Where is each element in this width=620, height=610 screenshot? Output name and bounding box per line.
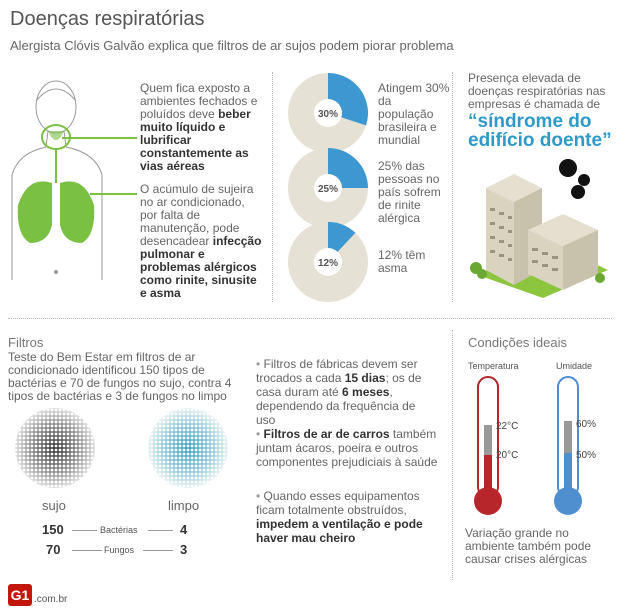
stat-pie-3: 12%	[288, 222, 368, 302]
conditions-note: Variação grande no ambiente também pode …	[465, 526, 592, 566]
lung-left	[17, 181, 52, 243]
human-body-illustration	[11, 80, 103, 280]
fungi-dirty-count: 70	[46, 542, 61, 557]
bacteria-dirty-count: 150	[42, 522, 64, 537]
bacteria-clean-count: 4	[180, 522, 188, 537]
body-text-hydration: Quem fica exposto a ambientes fechados e…	[140, 81, 258, 173]
stat-pie-1: 30%	[288, 73, 368, 153]
temp-high-value: 22°C	[496, 421, 519, 432]
sick-building-quote: “síndrome do edifício doente”	[468, 111, 612, 151]
filter-comparison-illustration	[15, 408, 228, 488]
temperature-thermometer	[474, 376, 502, 515]
footer-domain: .com.br	[34, 594, 68, 605]
filters-heading: Filtros	[8, 335, 44, 350]
pie-label: 30%	[318, 109, 338, 120]
temperature-label: Temperatura	[468, 361, 519, 371]
page-subtitle: Alergista Clóvis Galvão explica que filt…	[10, 38, 454, 53]
building-intro: Presença elevada de doenças respiratória…	[468, 71, 606, 111]
fungi-clean-count: 3	[180, 542, 188, 557]
hum-high-value: 60%	[576, 419, 597, 430]
dirty-label: sujo	[42, 498, 66, 513]
stat-text-1: Atingem 30% da população brasileira e mu…	[378, 81, 450, 147]
body-text-air-conditioner: O acúmulo de sujeira no ar condicionado,…	[140, 182, 262, 300]
stat-text-3: 12% têm asma	[378, 248, 426, 275]
bacteria-label: Bactérias	[100, 525, 138, 535]
stat-text-2: 25% das pessoas no país sofrem de rinite…	[378, 159, 441, 225]
office-building-illustration	[470, 159, 608, 298]
pie-slice	[328, 148, 368, 188]
conditions-heading: Condições ideais	[468, 335, 568, 350]
thermometers-illustration	[474, 376, 582, 515]
temp-low-value: 20°C	[496, 450, 519, 461]
connector-line-head	[62, 137, 137, 139]
fungi-label: Fungos	[104, 545, 135, 555]
lung-right	[60, 181, 95, 243]
page-title: Doenças respiratórias	[10, 8, 205, 30]
bullet-obstructed: • Quando esses equipamentos ficam totalm…	[256, 489, 423, 545]
filters-intro: Teste do Bem Estar em filtros de ar cond…	[8, 350, 232, 403]
clean-label: limpo	[168, 498, 200, 513]
humidity-label: Umidade	[556, 361, 593, 371]
stat-pie-2: 25%	[288, 148, 368, 228]
pie-label: 12%	[318, 258, 338, 269]
humidity-thermometer	[554, 376, 582, 515]
bullet-filter-replacement: • Filtros de fábricas devem ser trocados…	[256, 357, 422, 427]
g1-logo: G1	[8, 584, 32, 606]
bullet-car-filters: • Filtros de ar de carros também juntam …	[256, 427, 438, 469]
hum-low-value: 50%	[576, 450, 597, 461]
pie-label: 25%	[318, 184, 338, 195]
connector-line-lungs	[90, 193, 137, 195]
